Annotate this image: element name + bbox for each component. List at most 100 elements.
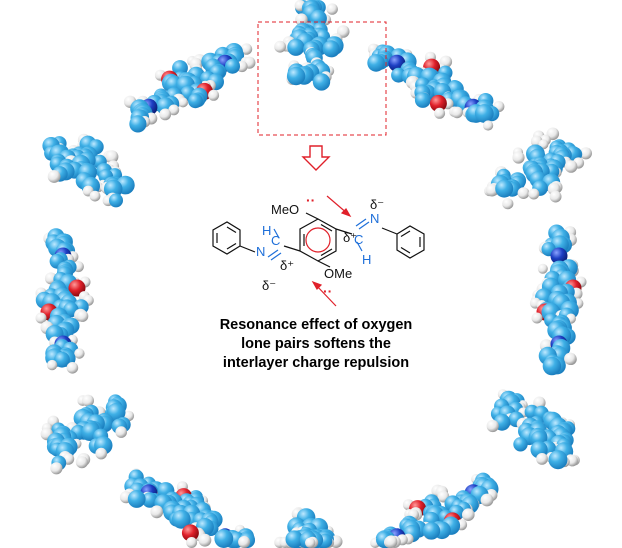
red-arrow-bottom-head	[311, 280, 323, 290]
hydrogen-atom	[462, 508, 475, 521]
label-n-left: N	[256, 244, 265, 259]
hydrogen-atom	[502, 198, 514, 210]
hydrogen-atom	[564, 352, 577, 365]
carbon-atom	[474, 104, 494, 123]
bond-n-phenyl-right	[381, 227, 398, 235]
label-delta-plus-left: δ⁺	[280, 258, 294, 273]
space-filling-framework	[35, 0, 593, 548]
caption: Resonance effect of oxygen lone pairs so…	[186, 316, 446, 373]
hydrogen-atom	[451, 106, 463, 119]
hydrogen-atom	[536, 453, 548, 465]
carbon-atom	[495, 179, 514, 198]
hydrogen-atom	[528, 188, 540, 200]
carbon-atom	[129, 115, 147, 133]
hydrogen-atom	[46, 359, 58, 371]
hydrogen-atom	[384, 535, 398, 548]
imine-right-double-2	[358, 221, 370, 230]
hydrogen-atom	[105, 150, 119, 164]
hydrogen-atom	[305, 537, 316, 548]
imine-left-ch	[273, 228, 280, 239]
carbon-atom	[367, 54, 385, 72]
bond-c-left	[283, 245, 301, 252]
carbon-atom	[225, 58, 240, 74]
oxygen-atom	[181, 524, 199, 542]
phenyl-ring-right	[396, 225, 425, 259]
hydrogen-atom	[178, 97, 188, 108]
carbon-atom	[109, 193, 123, 208]
imine-left-double-1	[270, 252, 282, 261]
hydrogen-atom	[82, 394, 94, 407]
hydrogen-atom	[579, 147, 593, 160]
bond-c-right	[335, 228, 353, 235]
red-arrow-top-head	[340, 208, 352, 218]
hydrogen-atom	[434, 107, 446, 119]
label-n-right: N	[370, 211, 379, 226]
carbon-atom	[422, 522, 441, 540]
bond-o-bottom	[317, 260, 331, 268]
hydrogen-atom	[549, 190, 562, 203]
hydrogen-atom	[168, 104, 180, 116]
hydrogen-atom	[486, 419, 499, 433]
dimethoxy-imine-structure: MeO OMe ·· ·· N C H N C H δ⁻ δ⁺ δ⁺ δ⁻	[212, 192, 425, 307]
label-delta-minus-right: δ⁻	[370, 197, 384, 212]
hydrogen-atom	[295, 13, 308, 26]
hydrogen-atom	[483, 120, 494, 131]
hydrogen-atom	[186, 537, 198, 548]
carbon-atom	[513, 437, 528, 452]
imine-left-double-2	[267, 249, 279, 258]
hydrogen-atom	[238, 536, 251, 548]
carbon-atom	[214, 529, 234, 548]
hydrogen-atom	[159, 108, 172, 121]
caption-line-3: interlayer charge repulsion	[222, 355, 410, 371]
carbon-atom	[171, 509, 191, 529]
nitrogen-atom	[550, 247, 568, 265]
carbon-atom	[127, 490, 146, 508]
carbon-atom	[286, 66, 306, 86]
carbon-atom	[188, 93, 203, 109]
carbon-atom	[287, 38, 305, 56]
bond-n-phenyl-left	[239, 245, 256, 253]
hydrogen-atom	[66, 362, 79, 374]
hydrogen-atom	[537, 263, 548, 274]
carbon-atom	[542, 356, 562, 376]
central-benzene-ring	[299, 218, 337, 262]
imine-right-double-1	[355, 218, 367, 227]
hydrogen-atom	[512, 151, 525, 164]
phenyl-ring-left	[212, 221, 241, 255]
caption-line-1: Resonance effect of oxygen	[219, 317, 413, 333]
hydrogen-atom	[485, 183, 499, 197]
imine-right-ch	[356, 241, 363, 252]
hydrogen-atom	[47, 170, 61, 183]
hydrogen-atom	[76, 310, 89, 322]
hydrogen-atom	[240, 43, 253, 55]
label-meo: MeO	[271, 202, 299, 217]
hydrogen-atom	[517, 187, 530, 200]
hydrogen-atom	[50, 462, 63, 475]
label-delta-minus-left: δ⁻	[262, 278, 276, 293]
lone-pair-bottom: ··	[323, 283, 332, 299]
carbon-atom	[172, 60, 188, 76]
hydrogen-atom	[89, 190, 101, 202]
hydrogen-atom	[35, 312, 47, 324]
label-h-left: H	[262, 223, 271, 238]
hydrogen-atom	[115, 426, 127, 438]
carbon-atom	[322, 40, 340, 58]
hydrogen-atom	[533, 396, 546, 409]
bond-o-top	[305, 212, 319, 220]
hollow-down-arrow	[301, 145, 331, 171]
carbon-atom	[285, 530, 304, 548]
label-ome: OMe	[324, 266, 352, 281]
hydrogen-atom	[198, 533, 212, 547]
label-delta-plus-right: δ⁺	[343, 230, 357, 245]
hydrogen-atom	[274, 40, 286, 53]
caption-line-2: lone pairs softens the	[241, 336, 391, 352]
label-c-left: C	[271, 233, 280, 248]
hydrogen-atom	[208, 89, 220, 101]
carbon-atom	[414, 92, 431, 108]
hydrogen-atom	[326, 3, 338, 15]
carbon-atom	[312, 73, 331, 91]
highlight-box	[257, 21, 387, 136]
hydrogen-atom	[531, 312, 543, 324]
lone-pair-top: ··	[306, 192, 315, 208]
